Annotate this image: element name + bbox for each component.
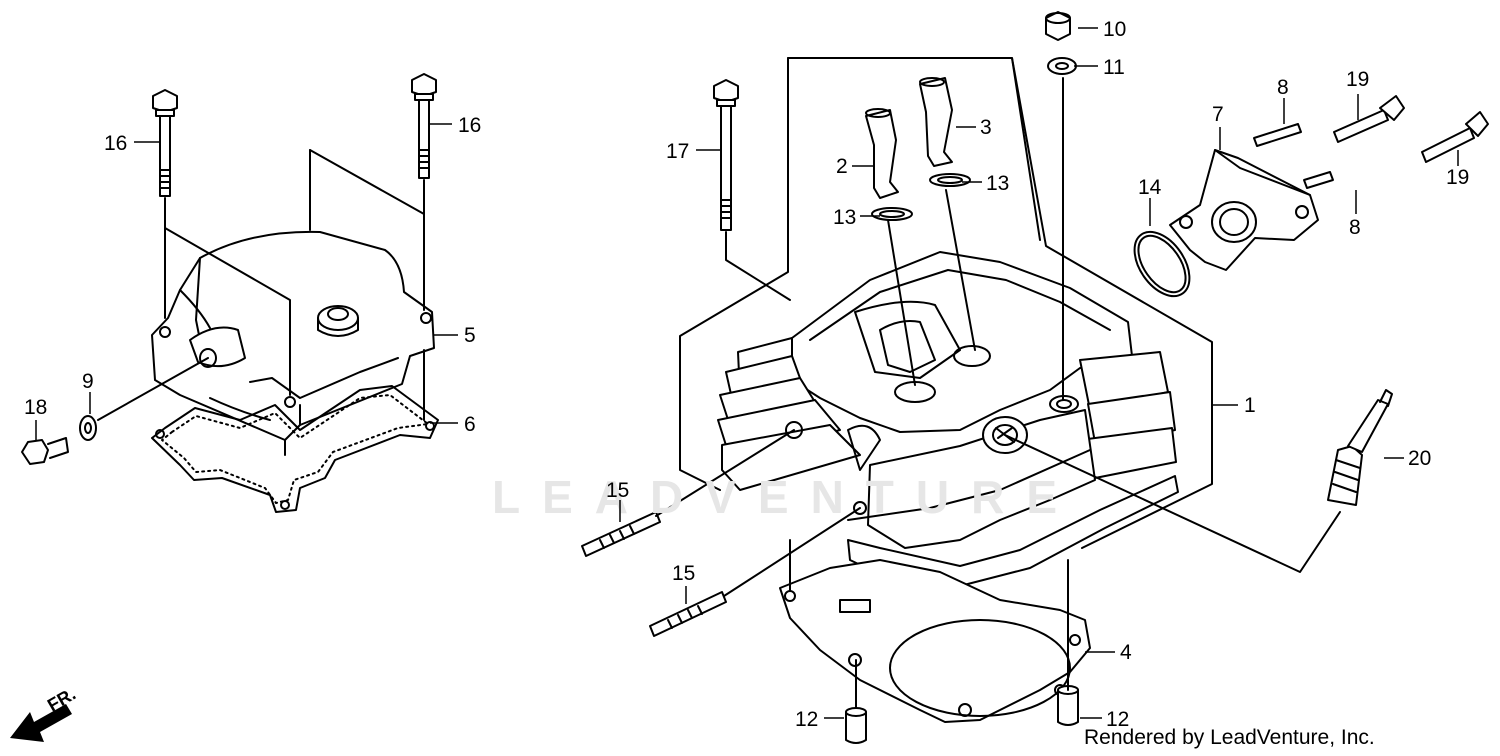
cylinder-head [717, 251, 1179, 587]
callout-3: 3 [980, 116, 992, 139]
bolt-19-lower [1421, 111, 1489, 163]
spark-plug [1327, 389, 1393, 506]
bolt-16-left [152, 89, 178, 197]
front-arrow-icon: FR. [10, 684, 79, 742]
bolt-18 [21, 437, 69, 465]
callout-19-upper: 19 [1346, 68, 1369, 91]
watermark-text: LEADVENTURE [492, 471, 1079, 523]
callout-11: 11 [1103, 56, 1125, 79]
stud-8-upper [1253, 123, 1302, 147]
stud-15-upper [581, 511, 661, 557]
bolt-16-right [411, 73, 437, 179]
callout-10: 10 [1103, 18, 1126, 41]
o-ring-13a [871, 207, 913, 221]
callout-leaders [35, 27, 1459, 719]
callout-14: 14 [1138, 176, 1162, 199]
callout-1: 1 [1244, 394, 1256, 417]
callout-16-right: 16 [458, 114, 481, 137]
stud-8-lower [1303, 171, 1334, 189]
callout-4: 4 [1120, 641, 1132, 664]
callout-19-lower: 19 [1446, 166, 1469, 189]
callout-8-lower: 8 [1349, 216, 1361, 239]
callout-17: 17 [666, 140, 689, 163]
dowel-12-right [1057, 685, 1079, 726]
callout-9: 9 [82, 370, 94, 393]
callout-18: 18 [24, 396, 47, 419]
intake-pipe [1169, 149, 1319, 271]
cylinder-gasket [779, 559, 1091, 723]
cover-gasket [151, 385, 439, 513]
rendered-by-credit: Rendered by LeadVenture, Inc. [1084, 726, 1375, 749]
stud-15-lower [649, 591, 727, 637]
callout-15-upper: 15 [606, 479, 629, 502]
o-ring-13b [929, 173, 971, 187]
callout-labels: 1 2 3 4 5 6 7 8 8 9 10 11 12 12 13 13 14… [24, 18, 1469, 731]
callout-12-left: 12 [795, 708, 818, 731]
callout-12-right: 12 [1106, 708, 1129, 731]
callout-13-left: 13 [833, 206, 856, 229]
bolt-19-upper [1333, 95, 1405, 143]
callout-2: 2 [836, 155, 848, 178]
callout-7: 7 [1212, 103, 1224, 126]
callout-16-left: 16 [104, 132, 127, 155]
bolt-17 [713, 79, 739, 231]
washer-9 [79, 415, 97, 441]
front-marker-label: FR. [44, 684, 79, 716]
head-reference-frame [679, 57, 1213, 549]
head-reference-lines [655, 77, 1341, 709]
callout-20: 20 [1408, 447, 1431, 470]
callout-6: 6 [464, 413, 476, 436]
valve-guide-2 [865, 108, 899, 199]
callout-5: 5 [464, 324, 476, 347]
dowel-12-left [845, 707, 867, 744]
o-ring-14 [1133, 230, 1191, 298]
callout-8-upper: 8 [1277, 76, 1289, 99]
washer-11 [1047, 57, 1077, 75]
left-reference-lines [97, 149, 425, 456]
cylinder-head-cover [151, 230, 435, 441]
valve-guide-3 [919, 77, 953, 167]
nut-10 [1045, 11, 1071, 41]
callout-15-lower: 15 [672, 562, 695, 585]
callout-13-right: 13 [986, 172, 1009, 195]
